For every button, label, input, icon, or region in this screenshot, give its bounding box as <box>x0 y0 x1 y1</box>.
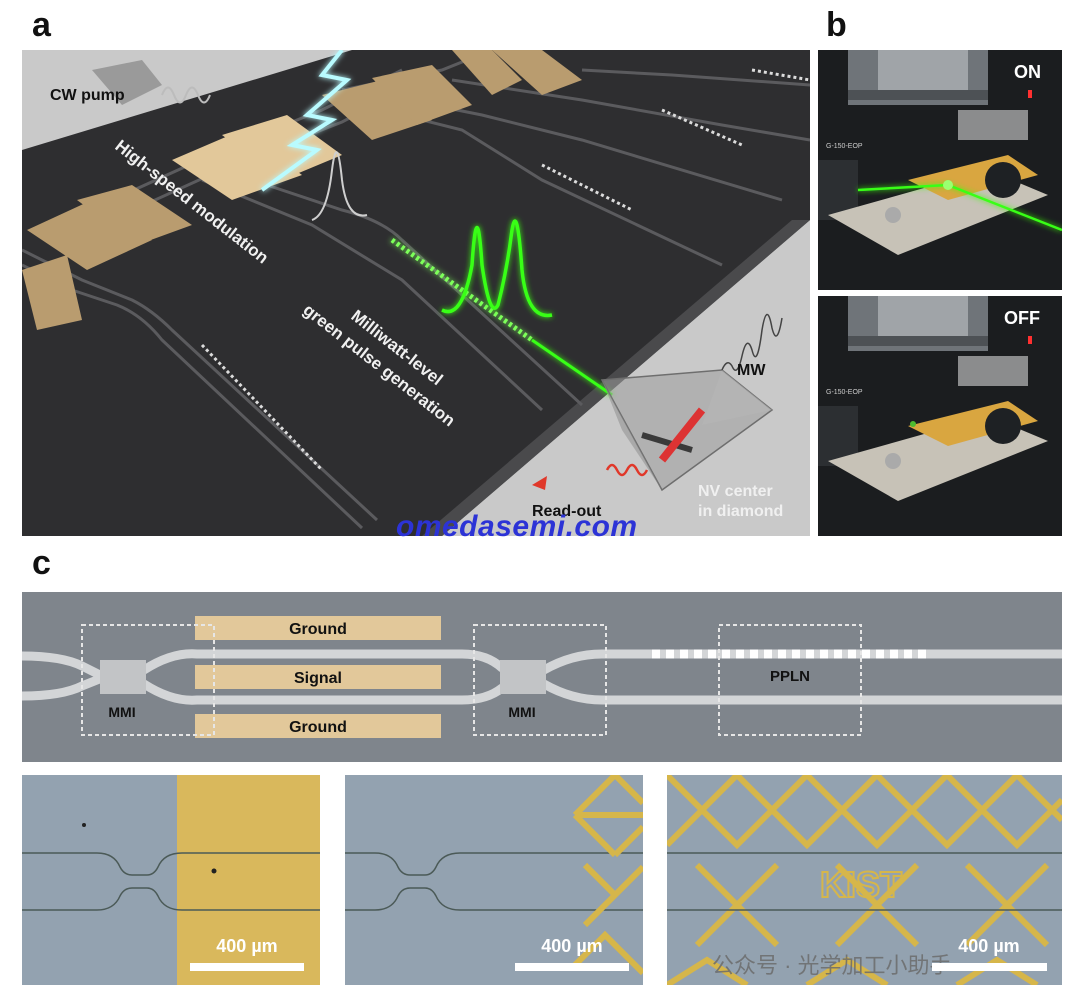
crosshatch-metal <box>667 775 1062 985</box>
mmi-left-block <box>100 660 146 694</box>
scale-bar-3 <box>932 963 1047 971</box>
microwave-wave <box>721 313 783 371</box>
cw-wave <box>161 86 211 104</box>
scale-label-2: 400 µm <box>541 936 602 956</box>
panel-b-photo-on: G-150-EOP ON <box>818 50 1062 290</box>
electrodes-array <box>22 50 582 330</box>
label-ppln: PPLN <box>770 668 810 685</box>
scale-label-1: 400 µm <box>216 936 277 956</box>
electrode-ground-top <box>195 616 441 640</box>
green-beam <box>531 338 613 397</box>
micrograph-3: KIST 公众号 · 光学加工小助手 400 µm <box>667 775 1062 985</box>
label-mmi-right: MMI <box>508 704 535 720</box>
dotted-outlines <box>81 624 862 736</box>
readout-arrow <box>532 476 547 490</box>
label-mmi-left: MMI <box>108 704 135 720</box>
label-mw: MW <box>737 362 766 379</box>
label-nv-line2: in diamond <box>698 503 783 520</box>
micrograph-2: 400 µm <box>345 775 643 985</box>
scale-bar-2 <box>515 963 629 971</box>
label-cw-pump: CW pump <box>50 87 125 104</box>
electrode-ground-bottom <box>195 714 441 738</box>
gray-pulse <box>311 151 368 221</box>
panel-letter-a: a <box>32 6 51 44</box>
rf-signal-bolt <box>260 50 352 192</box>
watermark-text: omedasemi.com <box>396 510 638 543</box>
fiber-tip <box>92 60 162 105</box>
green-pulses <box>441 219 553 318</box>
scale-bar-1 <box>190 963 304 971</box>
label-on: ON <box>1014 62 1041 82</box>
readout-wave <box>605 463 649 477</box>
panel-letter-b: b <box>826 6 847 44</box>
mmi-right-block <box>500 660 546 694</box>
scale-label-3: 400 µm <box>958 936 1019 956</box>
label-readout: Read-out <box>532 503 602 520</box>
panel-letter-c: c <box>32 544 51 582</box>
micrograph-1: 400 µm <box>22 775 320 985</box>
chip-edge <box>422 220 810 536</box>
diamond <box>600 369 774 492</box>
label-ground-bottom: Ground <box>289 719 347 736</box>
label-nv-line1: NV center <box>698 483 773 500</box>
label-signal: Signal <box>294 670 342 687</box>
kist-logo: KIST <box>820 864 902 905</box>
chip-text-off: G-150-EOP <box>826 389 863 396</box>
panel-c-schematic: Ground Signal Ground MMI MMI PPLN <box>22 592 1062 762</box>
schematic-waveguides <box>22 649 1062 705</box>
panel-b-photo-off: G-150-EOP OFF <box>818 296 1062 536</box>
label-off: OFF <box>1004 308 1040 328</box>
wechat-watermark: 公众号 · 光学加工小助手 <box>712 953 952 978</box>
ppln-gratings <box>200 68 810 472</box>
label-ground-top: Ground <box>289 621 347 638</box>
chip-text-on: G-150-EOP <box>826 143 863 150</box>
electrode-signal <box>195 665 441 689</box>
panel-a-illustration: CW pump High-speed modulation Milliwatt-… <box>22 50 810 536</box>
glowing-ppln <box>390 237 534 343</box>
